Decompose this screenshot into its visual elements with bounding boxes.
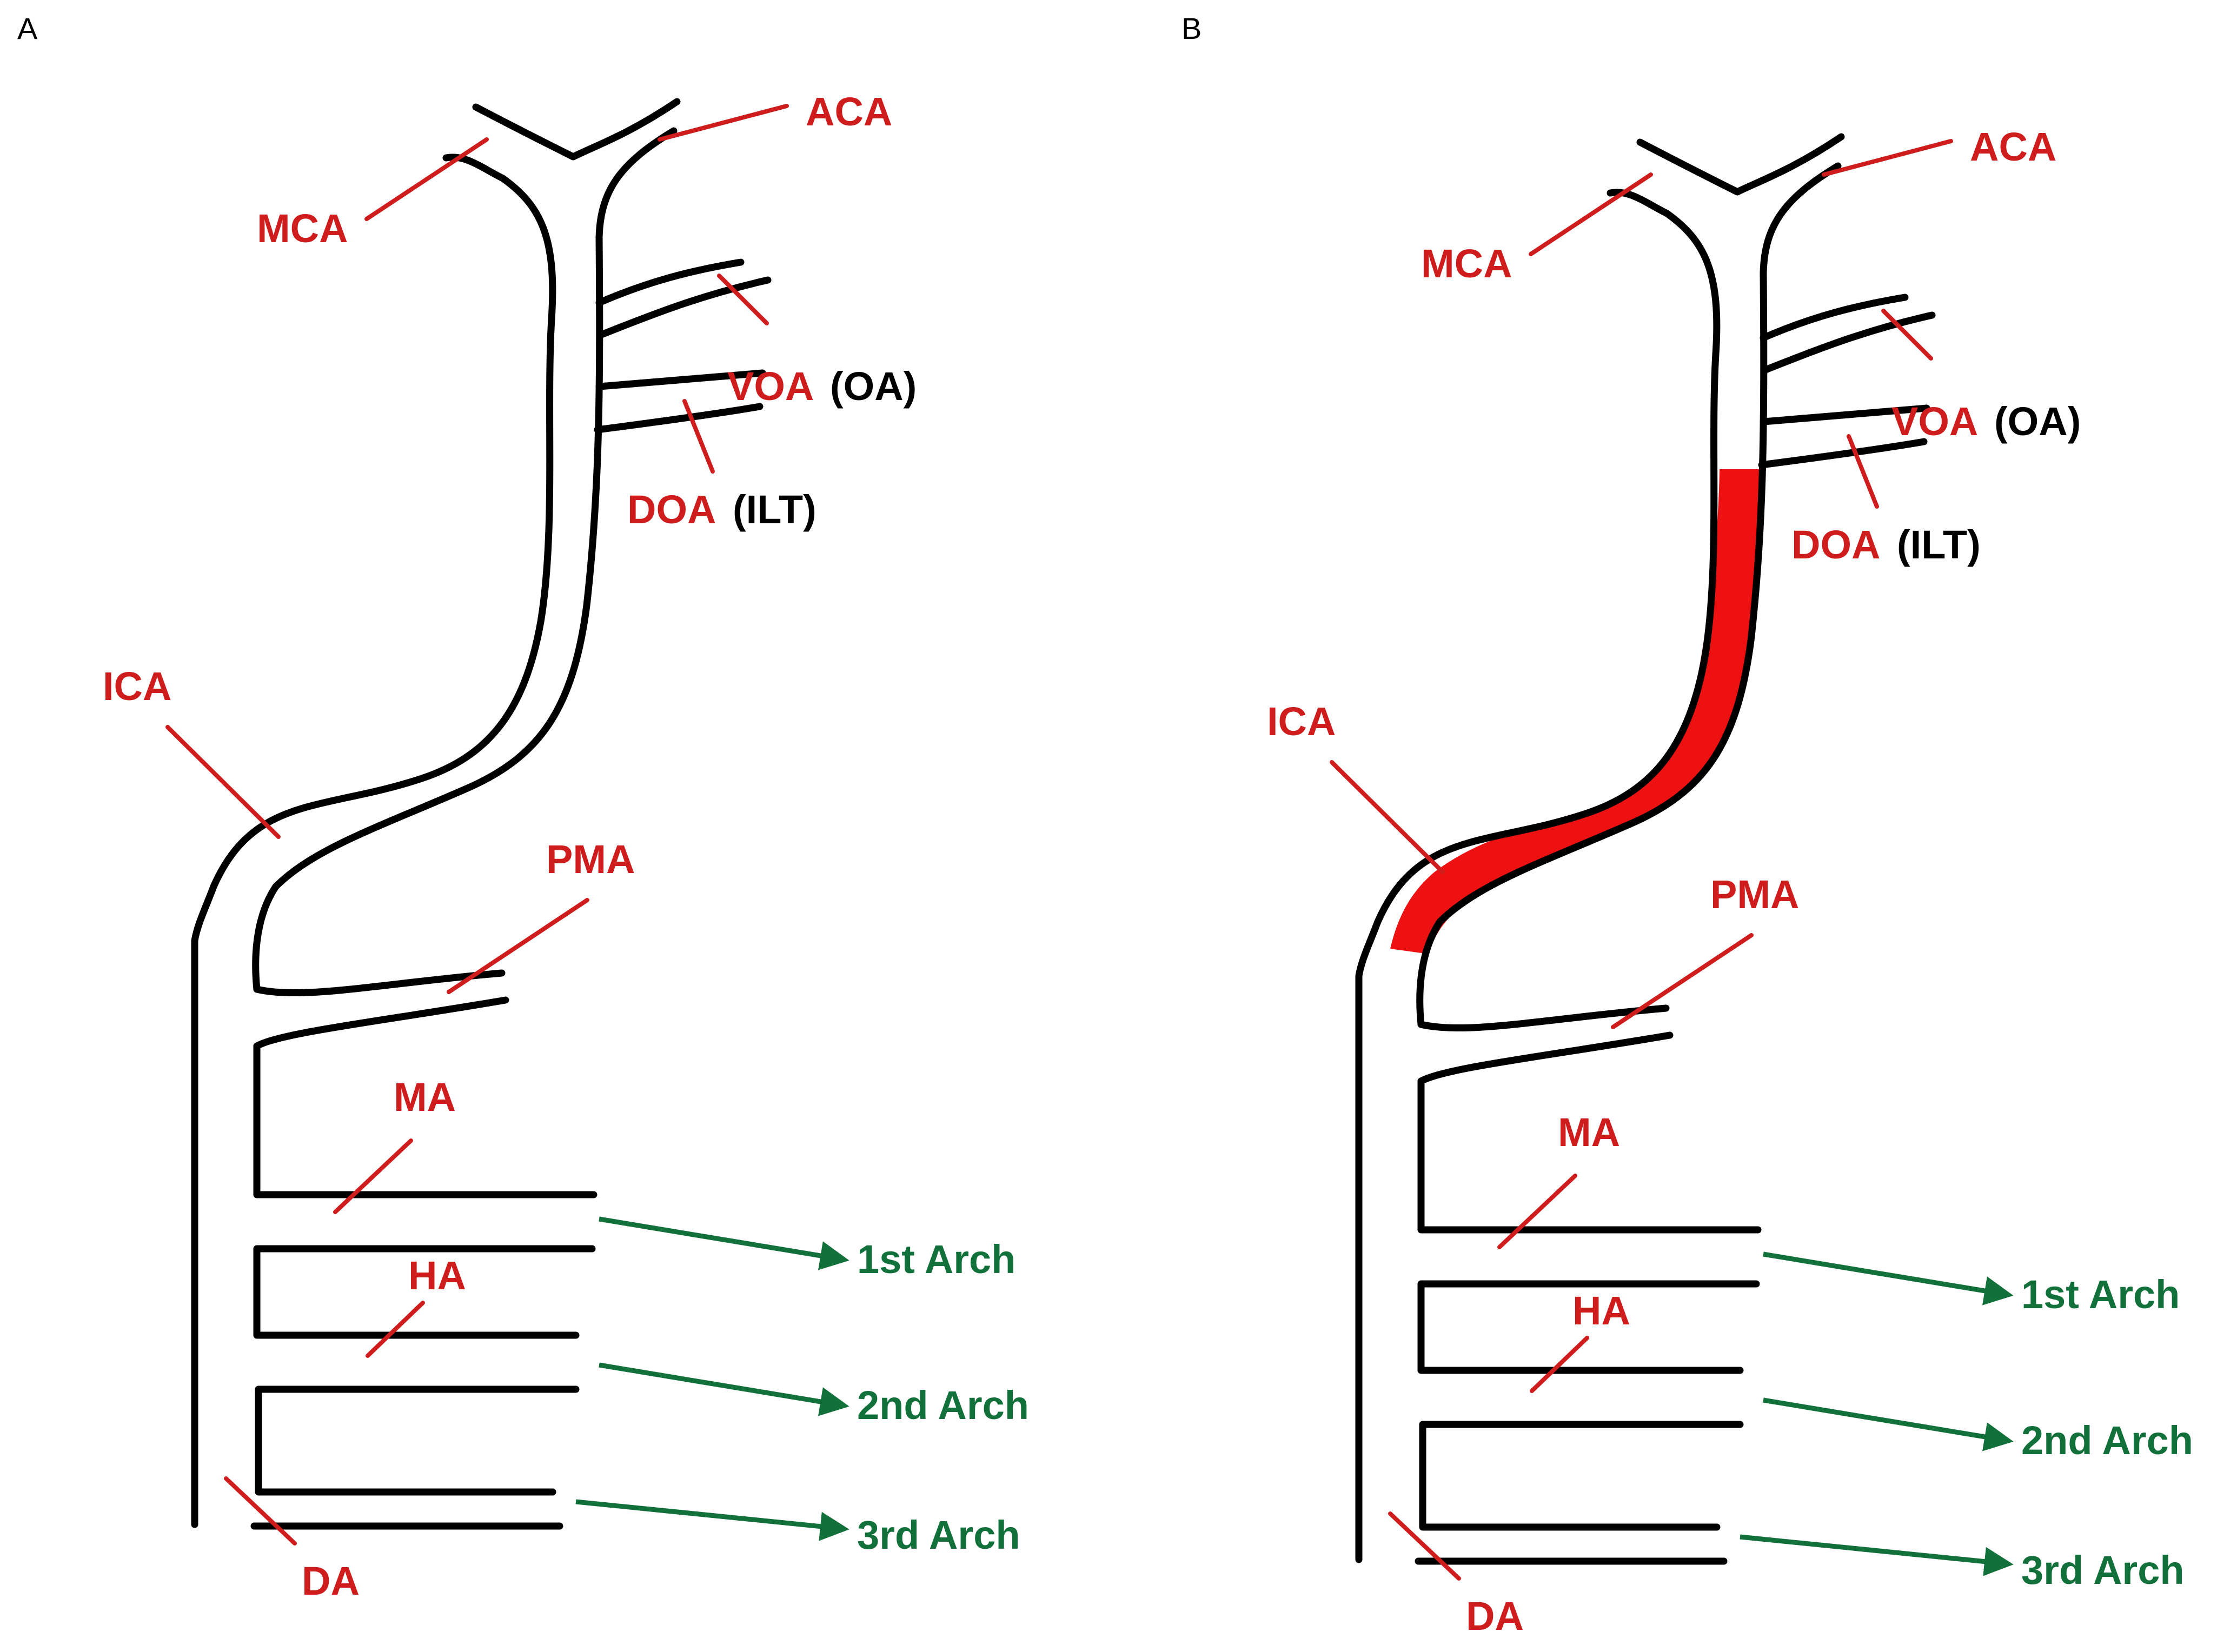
- panel-a-second-arch-vessel: [255, 1385, 580, 1496]
- panel-b-arch1-label: 1st Arch: [2021, 1272, 2180, 1317]
- panel-a-first-arch-vessel: [253, 1245, 596, 1339]
- panel-a-arch1-arrow: [599, 1216, 849, 1270]
- panel-a-labels: ACA MCA VOA (OA) DOA (ILT) ICA PMA MA HA…: [103, 89, 1029, 1603]
- panel-a-mca-label: MCA: [257, 206, 348, 251]
- panel-b-doa-label: DOA: [1791, 522, 1880, 567]
- panel-a-arch3-label: 3rd Arch: [857, 1513, 1020, 1557]
- panel-a-da-leader: [224, 1476, 297, 1546]
- panel-a-doa-leader: [682, 399, 715, 474]
- panel-a-aca-leader: [658, 104, 789, 142]
- panel-b-pma-label: PMA: [1710, 872, 1799, 917]
- panel-a-voa-branch-upper: [595, 258, 745, 307]
- panel-a-doa-branch: [594, 403, 764, 434]
- panel-a-ha-label: HA: [408, 1253, 466, 1298]
- panel-b-ilt-label: (ILT): [1897, 522, 1981, 567]
- panel-a-ha-leader: [366, 1301, 425, 1358]
- panel-b-ica-label: ICA: [1267, 699, 1336, 744]
- panel-b-ma-vessel: [1417, 1077, 1762, 1234]
- panel-a: A: [17, 11, 1029, 1603]
- panel-b-mca-leader: [1529, 172, 1653, 256]
- panel-b-voa-branch-lower: [1761, 311, 1936, 374]
- panel-b: B: [1181, 11, 2193, 1638]
- panel-a-leader-lines: [165, 104, 789, 1546]
- panel-a-voa-label: VOA: [727, 364, 814, 409]
- panel-b-arch2-label: 2nd Arch: [2021, 1418, 2193, 1463]
- panel-b-arch3-arrow: [1740, 1534, 2014, 1576]
- panel-a-da-label: DA: [302, 1558, 360, 1603]
- panel-b-mca-label: MCA: [1421, 241, 1512, 286]
- panel-b-arch1-arrow: [1763, 1251, 2014, 1305]
- panel-a-arch3-arrow: [575, 1499, 849, 1541]
- panel-b-second-arch-vessel: [1419, 1421, 1744, 1531]
- panel-a-ma-vessel: [253, 1042, 598, 1198]
- panel-a-ica-label: ICA: [103, 664, 171, 709]
- panel-a-vessels: [191, 98, 772, 1530]
- panel-a-pma-upper: [253, 969, 506, 997]
- panel-b-voa-label: VOA: [1891, 399, 1978, 444]
- panel-b-terminal-bifurcation: [1636, 133, 1845, 196]
- panel-a-arch2-arrow: [599, 1362, 849, 1416]
- panel-a-mca-leader: [364, 137, 489, 221]
- panel-b-ica-outer-wall: [1355, 189, 1721, 1563]
- panel-b-first-arch-vessel: [1417, 1280, 1760, 1374]
- panel-b-ica-leader: [1330, 760, 1445, 874]
- panel-b-occlusion-fill: [1390, 469, 1760, 954]
- panel-b-ha-leader: [1530, 1336, 1589, 1393]
- panel-b-oa-branch: [1760, 404, 1930, 425]
- panel-b-doa-branch: [1758, 438, 1928, 469]
- panel-a-voa-branch-lower: [596, 276, 772, 339]
- panel-a-doa-label: DOA: [627, 487, 716, 532]
- panel-b-arch2-arrow: [1763, 1397, 2014, 1451]
- panel-b-da-leader: [1388, 1511, 1461, 1581]
- panel-a-pma-lower: [253, 996, 509, 1050]
- panel-a-pma-label: PMA: [546, 837, 635, 882]
- panel-a-oa-branch: [595, 369, 766, 390]
- panel-b-aca-label: ACA: [1970, 124, 2056, 169]
- panel-a-ma-leader: [333, 1138, 413, 1214]
- panel-a-ilt-label: (ILT): [733, 487, 817, 532]
- panel-b-ma-label: MA: [1558, 1110, 1620, 1155]
- panel-b-ica-inner-wall: [1416, 162, 1842, 1028]
- panel-b-letter: B: [1181, 11, 1202, 45]
- panel-b-pma-lower: [1417, 1031, 1674, 1085]
- panel-b-aca-leader: [1822, 139, 1953, 177]
- panel-a-arch1-label: 1st Arch: [857, 1237, 1015, 1282]
- panel-a-oa-label: (OA): [830, 364, 917, 409]
- panel-a-arrows: [575, 1216, 849, 1541]
- panel-a-letter: A: [17, 11, 38, 45]
- panel-a-pma-leader: [447, 898, 589, 994]
- panel-b-arch3-label: 3rd Arch: [2021, 1548, 2185, 1593]
- panel-b-oa-label: (OA): [1994, 399, 2081, 444]
- panel-b-da-label: DA: [1466, 1594, 1524, 1638]
- panel-a-ica-inner-wall: [252, 127, 678, 993]
- panel-b-ma-leader: [1497, 1174, 1577, 1249]
- panel-b-voa-branch-upper: [1760, 294, 1909, 342]
- panel-b-ha-label: HA: [1572, 1288, 1630, 1333]
- panel-a-terminal-bifurcation: [472, 98, 681, 161]
- panel-a-ica-outer-wall: [191, 154, 556, 1528]
- panel-a-aca-label: ACA: [806, 89, 892, 134]
- panel-a-arch2-label: 2nd Arch: [857, 1383, 1029, 1428]
- panel-b-voa-leader: [1881, 309, 1933, 361]
- panel-b-pma-upper: [1417, 1004, 1670, 1032]
- panel-a-ica-leader: [165, 725, 281, 839]
- panel-b-doa-leader: [1847, 434, 1879, 509]
- panel-a-voa-leader: [717, 274, 769, 325]
- panel-b-pma-leader: [1611, 933, 1754, 1029]
- panel-b-drawing: ACA MCA VOA (OA) DOA (ILT) ICA PMA MA HA…: [1267, 124, 2193, 1638]
- panel-a-ma-label: MA: [394, 1075, 456, 1120]
